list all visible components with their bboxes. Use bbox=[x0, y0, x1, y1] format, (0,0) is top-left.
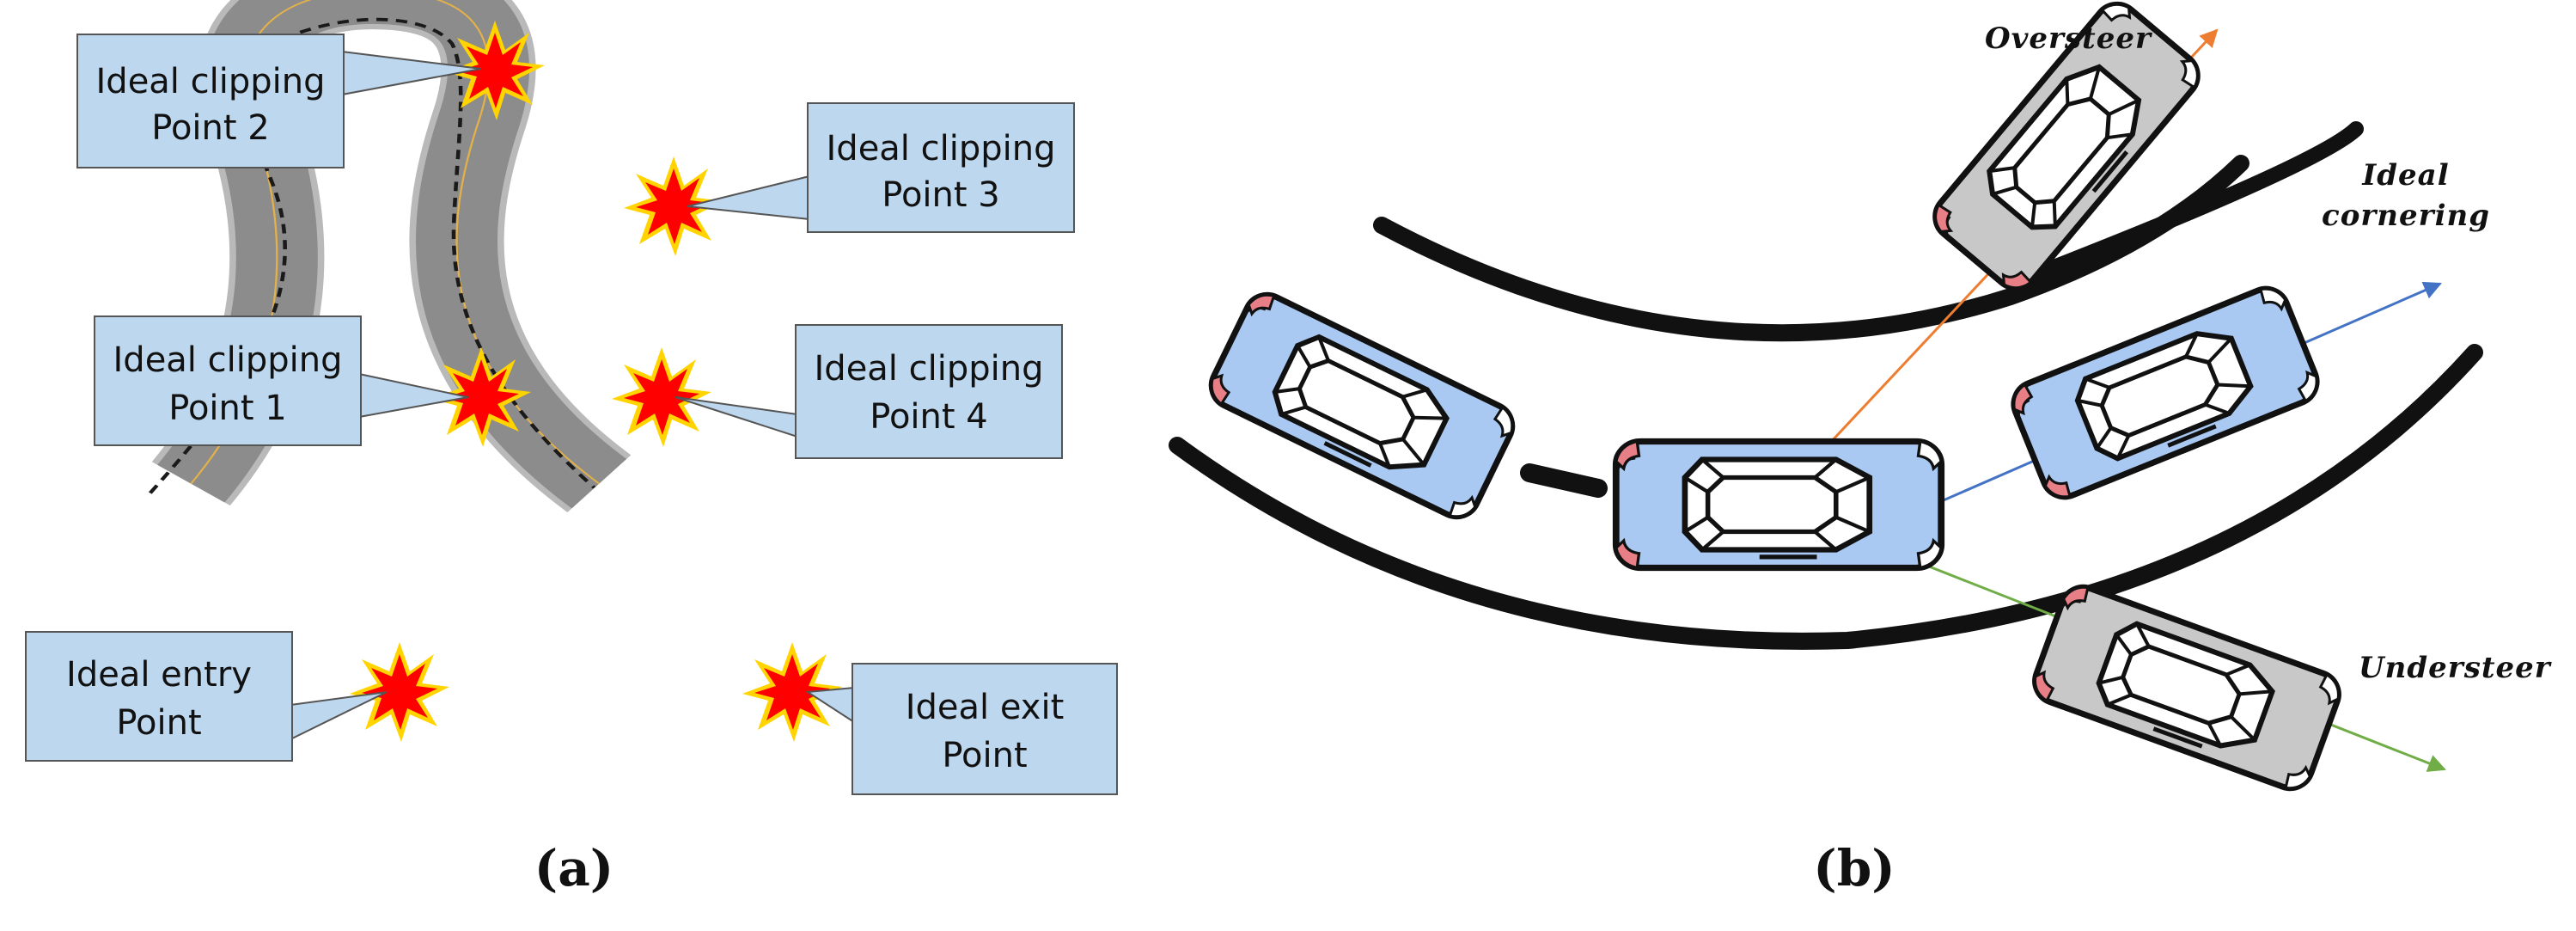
oversteer-label: Oversteer bbox=[1985, 21, 2152, 56]
callout-text: Ideal entry bbox=[66, 655, 252, 695]
callout-text: Ideal clipping bbox=[96, 62, 326, 101]
understeer-label: Understeer bbox=[2359, 651, 2552, 685]
panel-a-label: (a) bbox=[534, 839, 613, 897]
callout-text: Ideal clipping bbox=[815, 349, 1044, 389]
callout-text: Ideal clipping bbox=[827, 129, 1056, 168]
callout-exit-point: Ideal exit Point bbox=[805, 663, 1118, 795]
callout-text: Point 3 bbox=[882, 175, 999, 215]
panel-b-label: (b) bbox=[1813, 839, 1895, 897]
callout-text: Point 4 bbox=[870, 397, 987, 437]
callout-clipping-point-2: Ideal clipping Point 2 bbox=[76, 34, 482, 168]
clipping-point-4-burst bbox=[612, 347, 711, 447]
car-understeer bbox=[2029, 581, 2344, 794]
panel-b: Oversteer Ideal cornering Understeer (b) bbox=[1169, 0, 2552, 897]
callout-clipping-point-1: Ideal clipping Point 1 bbox=[94, 315, 469, 446]
ideal-label-line2: cornering bbox=[2322, 199, 2490, 233]
callout-entry-point: Ideal entry Point bbox=[25, 631, 388, 762]
car-ideal bbox=[2007, 282, 2323, 503]
entry-point-burst bbox=[350, 642, 449, 742]
callout-text: Point bbox=[942, 736, 1027, 775]
tire-skid-mark bbox=[1520, 463, 1608, 498]
outer-lane-mark-right bbox=[2037, 121, 2364, 279]
callout-text: Point 1 bbox=[168, 389, 286, 428]
callout-clipping-point-3: Ideal clipping Point 3 bbox=[687, 102, 1075, 233]
callout-clipping-point-4: Ideal clipping Point 4 bbox=[675, 324, 1063, 459]
hairpin-road bbox=[148, 0, 632, 512]
ideal-label-line1: Ideal bbox=[2361, 158, 2449, 193]
inner-lane-mark bbox=[1169, 344, 2483, 650]
callout-text: Ideal clipping bbox=[113, 340, 343, 380]
car-center bbox=[1616, 441, 1941, 567]
callout-text: Point bbox=[116, 703, 201, 743]
panel-a: Ideal clipping Point 2 Ideal clipping Po… bbox=[25, 0, 1118, 897]
callout-text: Point 2 bbox=[151, 108, 269, 148]
callout-text: Ideal exit bbox=[906, 688, 1065, 727]
